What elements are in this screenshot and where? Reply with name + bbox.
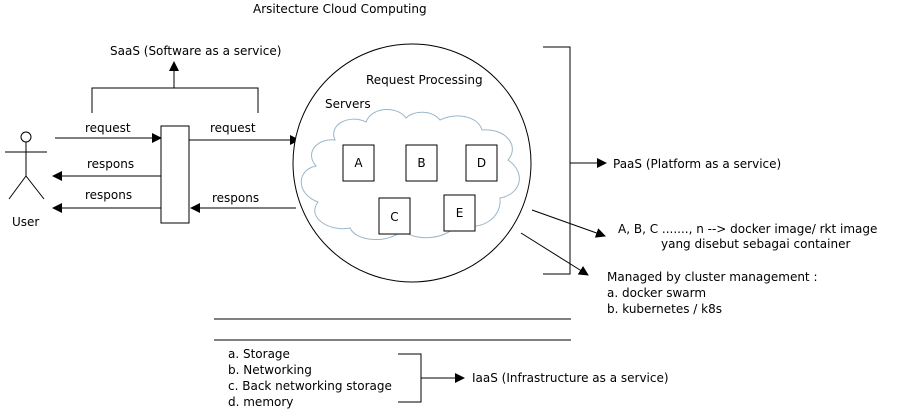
server-box-a: A — [342, 144, 375, 182]
cloud-shape — [300, 109, 520, 241]
iaas-item-3: c. Back networking storage — [228, 379, 392, 393]
left-respons-label-2: respons — [85, 188, 132, 202]
iaas-label: IaaS (Infrastructure as a service) — [472, 371, 669, 385]
gateway-bar — [160, 125, 190, 224]
user-actor-icon — [5, 131, 47, 200]
right-request-label: request — [210, 121, 256, 135]
cluster-title: Managed by cluster management : — [607, 270, 818, 284]
iaas-bracket — [398, 353, 422, 403]
iaas-item-2: b. Networking — [228, 363, 312, 377]
left-request-label: request — [85, 121, 131, 135]
saas-bracket — [91, 87, 259, 113]
iaas-item-4: d. memory — [228, 395, 293, 409]
server-box-b: B — [405, 144, 438, 182]
right-respons-label: respons — [212, 191, 259, 205]
server-box-e: E — [443, 194, 476, 232]
server-box-d: D — [465, 144, 498, 182]
container-note-line1: A, B, C ......., n --> docker image/ rkt… — [618, 222, 877, 236]
user-label: User — [12, 215, 39, 229]
left-respons-label-1: respons — [87, 157, 134, 171]
server-box-a-label: A — [354, 156, 363, 170]
paas-label: PaaS (Platform as a service) — [613, 157, 781, 171]
container-note-line2: yang disebut sebagai container — [661, 237, 850, 251]
server-box-c: C — [378, 197, 411, 235]
container-arrow — [531, 209, 606, 238]
diagram-title: Arsitecture Cloud Computing — [253, 2, 427, 16]
paas-bracket — [543, 46, 571, 275]
server-box-c-label: C — [390, 210, 398, 224]
server-box-d-label: D — [477, 156, 486, 170]
cluster-item-1: a. docker swarm — [607, 286, 706, 300]
server-box-e-label: E — [456, 206, 464, 220]
iaas-item-1: a. Storage — [228, 347, 290, 361]
cluster-item-2: b. kubernetes / k8s — [607, 302, 722, 316]
servers-label: Servers — [325, 97, 371, 111]
request-processing-label: Request Processing — [366, 73, 483, 87]
saas-label: SaaS (Software as a service) — [110, 44, 281, 58]
server-box-b-label: B — [417, 156, 425, 170]
cluster-arrow — [520, 232, 589, 276]
